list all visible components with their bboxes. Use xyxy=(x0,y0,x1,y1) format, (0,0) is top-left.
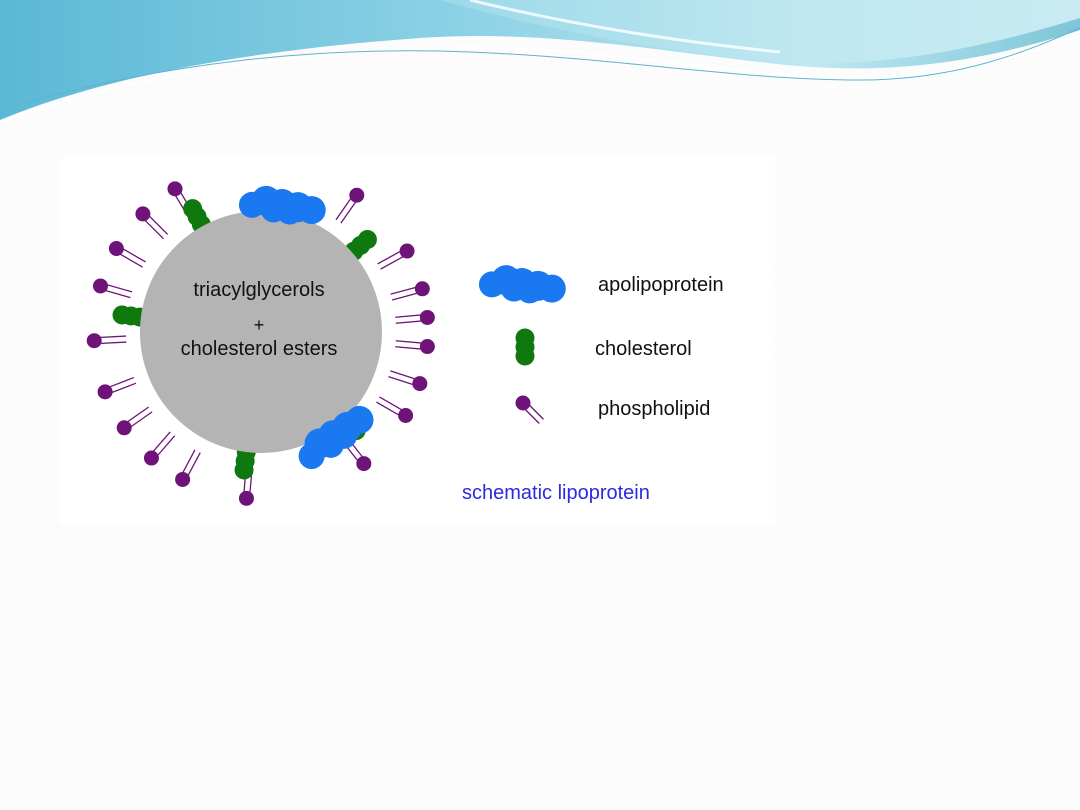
header-wave-decoration xyxy=(0,0,1080,123)
apolipoprotein-icon xyxy=(478,265,566,304)
phospholipid-icon xyxy=(376,396,414,423)
figure-caption: schematic lipoprotein xyxy=(462,482,650,504)
phospholipid-icon xyxy=(335,187,365,224)
phospholipid-icon xyxy=(175,449,201,487)
lipoprotein-diagram xyxy=(86,181,566,506)
phospholipid-layer xyxy=(86,181,435,506)
phospholipid-icon xyxy=(143,431,176,466)
apolipoprotein-icon xyxy=(298,405,374,470)
cholesterol-icon xyxy=(515,328,535,366)
apolipoprotein-layer xyxy=(238,185,374,470)
cholesterol-icon xyxy=(183,199,211,234)
lipoprotein-core xyxy=(140,211,382,453)
phospholipid-icon xyxy=(108,241,146,268)
legend-label-apolipoprotein: apolipoprotein xyxy=(598,274,724,296)
phospholipid-icon xyxy=(388,370,428,392)
phospholipid-icon xyxy=(395,339,435,355)
cholesterol-icon xyxy=(344,229,377,261)
lipoprotein-figure: triacylglycerols + cholesterol esters ap… xyxy=(60,157,775,525)
legend-label-phospholipid: phospholipid xyxy=(598,398,711,420)
core-label-cholesterol-esters: cholesterol esters xyxy=(180,338,338,360)
phospholipid-icon xyxy=(135,206,169,240)
phospholipid-icon xyxy=(116,406,153,436)
phospholipid-icon xyxy=(377,243,415,270)
phospholipid-icon xyxy=(515,395,544,424)
legend-label-cholesterol: cholesterol xyxy=(595,338,692,360)
phospholipid-icon xyxy=(92,278,133,299)
phospholipid-icon xyxy=(390,281,430,301)
phospholipid-icon xyxy=(395,309,435,325)
phospholipid-icon xyxy=(86,333,127,349)
core-label-plus: + xyxy=(253,315,265,335)
apolipoprotein-icon xyxy=(238,185,326,225)
core-label-triacylglycerols: triacylglycerols xyxy=(193,279,325,301)
phospholipid-icon xyxy=(97,376,137,400)
legend-icons xyxy=(478,265,566,424)
